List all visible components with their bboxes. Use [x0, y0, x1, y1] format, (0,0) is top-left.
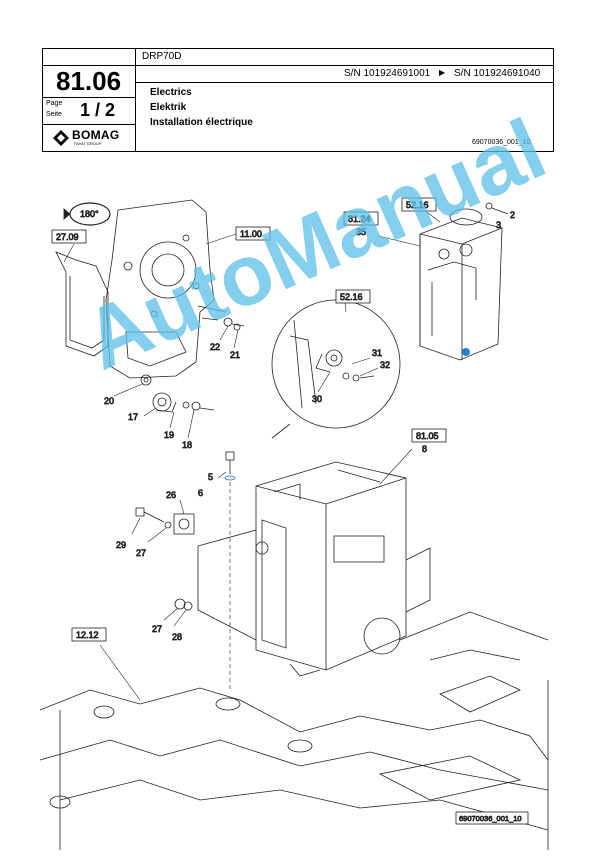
serial-from: S/N 101924691001 — [344, 68, 431, 79]
washer-20 — [140, 374, 152, 386]
bolt-29 — [135, 507, 172, 529]
callout-27-a: 27 — [136, 548, 146, 558]
callout-27-b: 27 — [152, 624, 162, 634]
callout-21: 21 — [230, 350, 240, 360]
mounting-plate — [105, 199, 227, 379]
page-value: 1 / 2 — [80, 100, 116, 120]
grommet-17 — [152, 392, 177, 413]
callout-52-16-b: 52.16 — [340, 292, 363, 302]
callout-11-00: 11.00 — [240, 229, 262, 239]
title-en: Electrics — [150, 87, 192, 98]
callout-2: 2 — [510, 210, 515, 220]
page-label: Page — [46, 100, 63, 107]
screw-2 — [485, 202, 509, 215]
document-header: 81.06 Page Seite 1 / 2 BOMAG FAYAT GROUP… — [42, 48, 554, 152]
title-fr: Installation électrique — [150, 117, 253, 128]
bolt-18 — [182, 401, 215, 411]
title-de: Elektrik — [150, 102, 187, 113]
callout-27-09: 27.09 — [56, 232, 79, 242]
callout-26: 26 — [166, 490, 176, 500]
callout-19: 19 — [164, 430, 174, 440]
callout-52-16-a: 52.16 — [406, 200, 429, 210]
brand-name: BOMAG — [72, 128, 120, 142]
callout-32: 32 — [380, 360, 390, 370]
callout-22: 22 — [210, 342, 220, 352]
callout-81-24: 81.24 — [348, 214, 371, 224]
washer-27 — [174, 598, 193, 611]
section-number: 81.06 — [56, 66, 122, 96]
callout-6: 6 — [198, 488, 203, 498]
left-panel — [42, 48, 136, 152]
callout-8: 8 — [422, 444, 427, 454]
serial-to: S/N 101924691040 — [454, 68, 541, 79]
screw-5 — [224, 451, 236, 481]
callout-29: 29 — [116, 540, 126, 550]
bomag-logo-icon — [53, 130, 69, 146]
callout-35: 35 — [356, 227, 366, 237]
machine-frame — [39, 611, 549, 850]
leader-lines — [63, 206, 441, 701]
callout-boxes — [51, 197, 529, 825]
callout-3: 3 — [496, 220, 501, 230]
clamp-26 — [173, 513, 195, 535]
arrow-right-icon: ▶ — [439, 68, 446, 77]
exploded-parts-drawing: 27.09 11.00 52.16 81.24 35 2 3 52.16 22 … — [39, 197, 549, 850]
bomag-logo: BOMAG FAYAT GROUP — [52, 128, 132, 150]
model-name: DRP70D — [142, 51, 182, 62]
callout-5: 5 — [208, 472, 213, 482]
rotation-arrow-icon — [63, 202, 111, 226]
callout-180-degrees: 180° — [80, 209, 99, 219]
brand-sub: FAYAT GROUP — [74, 141, 102, 146]
callout-81-05: 81.05 — [416, 431, 439, 441]
callout-17: 17 — [128, 412, 138, 422]
battery-box — [197, 461, 431, 677]
bracket — [55, 251, 109, 357]
seite-label: Seite — [46, 111, 62, 118]
sensor-assembly — [419, 208, 503, 361]
callout-20: 20 — [104, 396, 114, 406]
doc-code: 69070036_001_10 — [472, 139, 531, 146]
callout-12-12: 12.12 — [76, 630, 99, 640]
callout-18: 18 — [182, 440, 192, 450]
callout-31: 31 — [372, 348, 382, 358]
callout-30: 30 — [312, 394, 322, 404]
callout-28: 28 — [172, 632, 182, 642]
drawing-code: 69070036_001_10 — [459, 814, 522, 823]
